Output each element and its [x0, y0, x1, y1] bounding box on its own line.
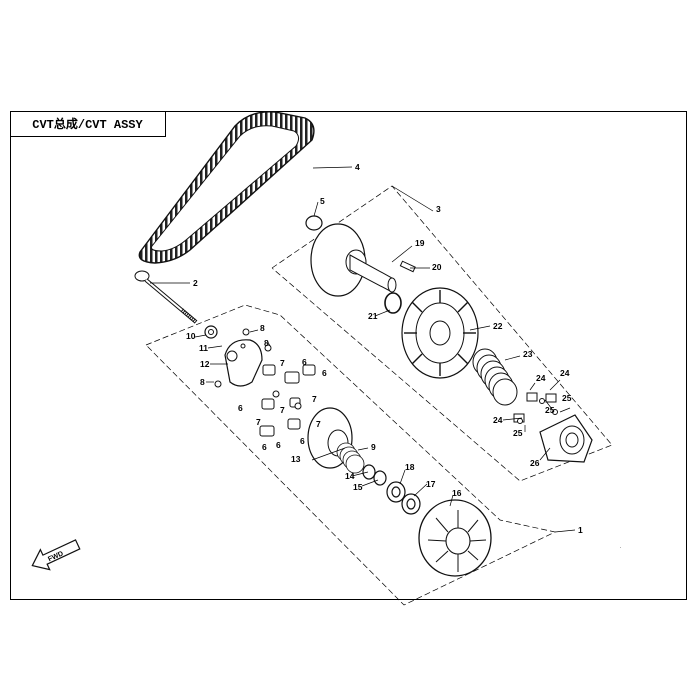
set-screws: [214, 328, 272, 388]
washers: [362, 464, 387, 486]
group-outline-primary: [145, 304, 557, 606]
callout-18: 18: [405, 462, 415, 472]
leader-lines: [150, 166, 576, 533]
bearings: [386, 481, 421, 515]
callout-25: 25: [513, 428, 523, 438]
callout-21: 21: [368, 311, 378, 321]
callout-6: 6: [238, 403, 243, 413]
shaft-bolt: [134, 270, 198, 324]
callout-4: 4: [355, 162, 360, 172]
snap-ring: [384, 292, 402, 314]
torque-cam: [539, 414, 593, 463]
drive-belt: [138, 111, 315, 264]
callout-6: 6: [300, 436, 305, 446]
callout-7: 7: [316, 419, 321, 429]
callout-25: 25: [545, 405, 555, 415]
torque-spring: [472, 348, 518, 406]
callout-6: 6: [262, 442, 267, 452]
callout-6: 6: [276, 440, 281, 450]
callout-2: 2: [193, 278, 198, 288]
callout-9: 9: [371, 442, 376, 452]
callout-13: 13: [291, 454, 301, 464]
callout-26: 26: [530, 458, 540, 468]
primary-fixed-sheave: [418, 499, 492, 577]
callout-24: 24: [493, 415, 503, 425]
callout-15: 15: [353, 482, 363, 492]
secondary-fixed-sheave: [310, 223, 397, 297]
callout-6: 6: [322, 368, 327, 378]
svg-text:.: .: [620, 544, 621, 550]
callout-7: 7: [312, 394, 317, 404]
callout-19: 19: [415, 238, 425, 248]
diagram-frame: [10, 111, 687, 600]
lock-nut: [204, 325, 218, 339]
callout-22: 22: [493, 321, 503, 331]
callout-7: 7: [280, 405, 285, 415]
callout-11: 11: [199, 343, 208, 353]
secondary-movable-sheave: [401, 287, 479, 379]
callout-8: 8: [200, 377, 205, 387]
callout-8: 8: [260, 323, 265, 333]
flyweight-rollers: [259, 364, 316, 437]
callout-5: 5: [320, 196, 325, 206]
fwd-arrow-icon: FWD: [31, 539, 81, 571]
callout-1: 1: [578, 525, 583, 535]
callout-7: 7: [280, 358, 285, 368]
callout-7: 7: [256, 417, 261, 427]
spider-assembly: [224, 339, 263, 387]
callout-24: 24: [536, 373, 546, 383]
callout-16: 16: [452, 488, 462, 498]
callout-20: 20: [432, 262, 442, 272]
shaft-key: [399, 260, 416, 273]
title-box: CVT总成/CVT ASSY: [10, 111, 166, 137]
callout-12: 12: [200, 359, 210, 369]
callout-8: 8: [264, 338, 269, 348]
callout-6: 6: [302, 357, 307, 367]
o-ring: [305, 215, 323, 231]
callout-23: 23: [523, 349, 533, 359]
callout-25: 25: [562, 393, 572, 403]
page-title: CVT总成/CVT ASSY: [32, 118, 143, 132]
callout-17: 17: [426, 479, 436, 489]
drive-spring: [336, 442, 365, 474]
callout-3: 3: [436, 204, 441, 214]
callout-10: 10: [186, 331, 196, 341]
callout-24: 24: [560, 368, 570, 378]
callout-14: 14: [345, 471, 355, 481]
